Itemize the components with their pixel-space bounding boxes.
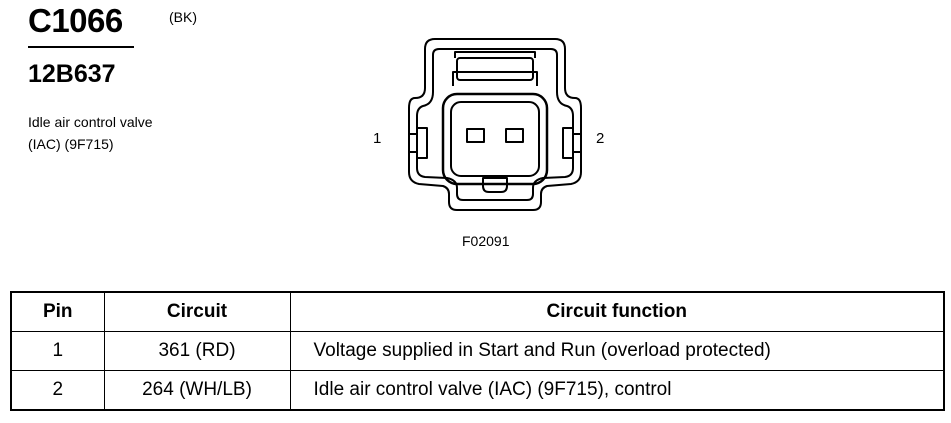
connector-outer-housing	[408, 38, 582, 211]
function-cell: Idle air control valve (IAC) (9F715), co…	[289, 370, 945, 411]
component-description-line2: (IAC) (9F715)	[28, 136, 114, 152]
table-row: 2 264 (WH/LB) Idle air control valve (IA…	[10, 370, 945, 411]
component-description-line1: Idle air control valve	[28, 114, 153, 130]
color-code: (BK)	[169, 9, 197, 25]
table-row: 1 361 (RD) Voltage supplied in Start and…	[10, 331, 945, 371]
circuit-cell: 264 (WH/LB)	[103, 370, 291, 411]
pin-table: Pin Circuit Circuit function 1 361 (RD) …	[10, 291, 945, 411]
pin-label-2: 2	[596, 130, 605, 147]
connector-face-drawing	[408, 38, 582, 211]
header-pin: Pin	[10, 291, 105, 332]
part-number: 12B637	[28, 60, 116, 88]
side-latch-left	[417, 127, 428, 159]
terminal-pin-2	[505, 128, 524, 143]
locking-tab	[456, 57, 534, 81]
function-cell: Voltage supplied in Start and Run (overl…	[289, 331, 945, 371]
table-header-row: Pin Circuit Circuit function	[10, 291, 945, 332]
terminal-cavity-block	[441, 92, 549, 186]
connector-inner-housing	[416, 48, 574, 201]
circuit-cell: 361 (RD)	[103, 331, 291, 371]
side-latch-right	[562, 127, 573, 159]
header-circuit: Circuit	[103, 291, 291, 332]
connector-id-underline	[28, 46, 134, 48]
connector-id: C1066	[28, 2, 123, 39]
header-circuit-function: Circuit function	[289, 291, 945, 332]
terminal-pin-1	[466, 128, 485, 143]
pin-label-1: 1	[373, 130, 382, 147]
pin-cell: 2	[10, 370, 105, 411]
pin-cell: 1	[10, 331, 105, 371]
figure-id: F02091	[462, 233, 510, 249]
bottom-key	[482, 177, 508, 193]
